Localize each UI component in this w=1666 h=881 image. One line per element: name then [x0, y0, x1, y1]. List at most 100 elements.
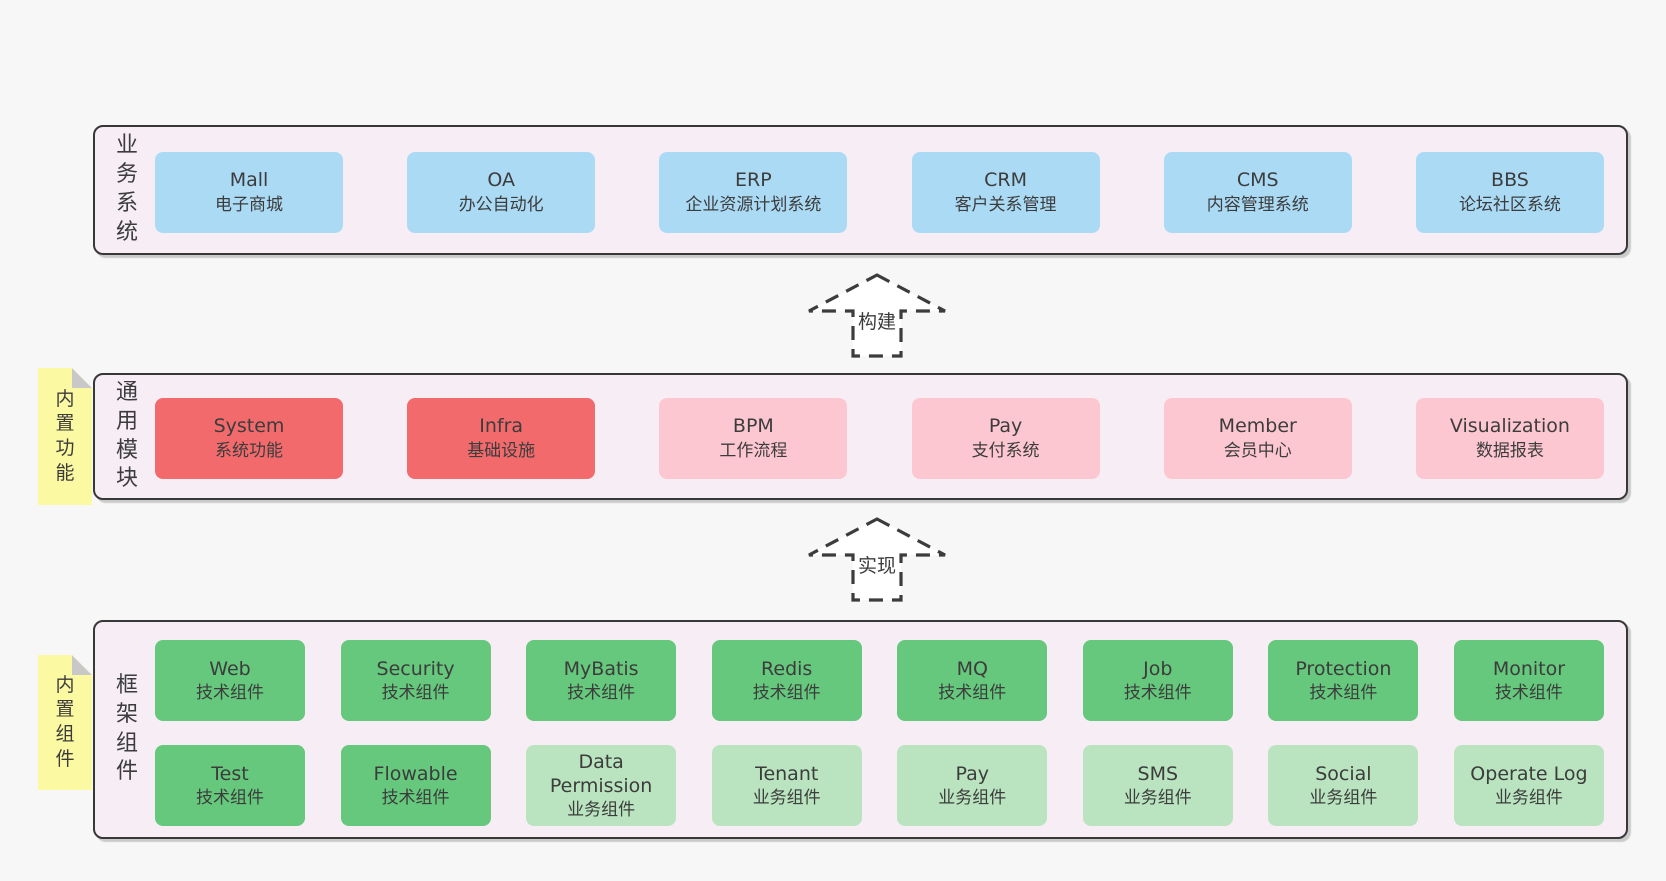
sticky-note-text: 内置组件 [55, 673, 75, 770]
layer-business-systems: 业务系统 Mall 电子商城 OA 办公自动化 ERP 企业资源计划系统 CRM 客户关系管理… [93, 125, 1628, 255]
box-subtitle: 技术组件 [1123, 682, 1192, 703]
box-subtitle: 数据报表 [1475, 440, 1544, 461]
box-subtitle: 电子商城 [215, 194, 283, 215]
box-subtitle: 业务组件 [567, 799, 636, 820]
layer-side-label-text: 通用模块 [115, 379, 138, 492]
box-subtitle: 技术组件 [381, 787, 450, 808]
sticky-note-builtin-components: 内置组件 [38, 655, 92, 790]
arrow-implement: 实现 [807, 517, 947, 602]
box-bbs: BBS 论坛社区系统 [1415, 152, 1604, 233]
folded-corner-icon [72, 655, 92, 675]
box-subtitle: 技术组件 [1309, 682, 1378, 703]
box-name: Job [1143, 657, 1173, 680]
box-name: ERP [735, 168, 772, 191]
box-name: MQ [956, 657, 988, 680]
box-infra: Infra 基础设施 [407, 398, 596, 479]
box-name: Monitor [1492, 657, 1566, 680]
box-subtitle: 技术组件 [196, 787, 264, 808]
box-subtitle: 办公自动化 [458, 194, 544, 215]
box-name: Mall [229, 168, 269, 191]
box-name: Flowable [373, 762, 458, 785]
box-name: Pay [988, 414, 1023, 437]
box-oa: OA 办公自动化 [407, 152, 596, 233]
box-subtitle: 工作流程 [719, 440, 788, 461]
box-subtitle: 企业资源计划系统 [685, 194, 822, 215]
box-subtitle: 业务组件 [1123, 787, 1192, 808]
box-name: CRM [984, 168, 1027, 191]
box-name: Redis [761, 657, 813, 680]
layer-side-label-text: 框架组件 [115, 672, 138, 785]
box-name: Test [211, 762, 249, 785]
box-name: System [213, 414, 285, 437]
box-name: BBS [1491, 168, 1529, 191]
box-name: MyBatis [563, 657, 639, 680]
box-name: Infra [479, 414, 524, 437]
box-subtitle: 技术组件 [381, 682, 450, 703]
box-name: Social [1315, 762, 1372, 785]
box-mall: Mall 电子商城 [155, 152, 343, 233]
box-subtitle: 技术组件 [752, 682, 821, 703]
box-name: Web [209, 657, 251, 680]
folded-corner-icon [72, 368, 92, 388]
box-name: OA [487, 168, 515, 191]
box-subtitle: 系统功能 [215, 440, 283, 461]
box-name: SMS [1137, 762, 1179, 785]
box-subtitle: 支付系统 [971, 440, 1040, 461]
box-visualization: Visualization 数据报表 [1415, 398, 1604, 479]
box-name: Operate Log [1470, 762, 1588, 785]
box-subtitle: 内容管理系统 [1206, 194, 1309, 215]
layer-side-label: 业务系统 [109, 127, 145, 253]
box-name: Pay [955, 762, 990, 785]
box-subtitle: 技术组件 [567, 682, 636, 703]
box-subtitle: 业务组件 [1309, 787, 1378, 808]
arrow-build: 构建 [807, 273, 947, 358]
box-system: System 系统功能 [155, 398, 343, 479]
box-pay: Pay 支付系统 [911, 398, 1100, 479]
box-subtitle: 业务组件 [938, 787, 1007, 808]
box-name: Tenant [755, 762, 819, 785]
box-subtitle: 技术组件 [1494, 682, 1563, 703]
box-name: Protection [1295, 657, 1392, 680]
box-erp: ERP 企业资源计划系统 [659, 152, 848, 233]
box-subtitle: 技术组件 [196, 682, 264, 703]
box-subtitle: 业务组件 [752, 787, 821, 808]
arrow-label: 构建 [855, 311, 899, 334]
layer-side-label: 框架组件 [109, 622, 145, 837]
box-crm: CRM 客户关系管理 [911, 152, 1100, 233]
box-name: Security [376, 657, 455, 680]
arrow-label: 实现 [855, 555, 899, 578]
box-subtitle: 会员中心 [1223, 440, 1292, 461]
box-subtitle: 技术组件 [938, 682, 1007, 703]
layer-side-label: 通用模块 [109, 375, 145, 498]
sticky-note-text: 内置功能 [55, 387, 75, 484]
box-name: Visualization [1449, 414, 1570, 437]
layer-side-label-text: 业务系统 [115, 133, 138, 245]
box-subtitle: 论坛社区系统 [1458, 194, 1561, 215]
box-subtitle: 业务组件 [1494, 787, 1563, 808]
box-subtitle: 客户关系管理 [954, 194, 1057, 215]
box-subtitle: 基础设施 [467, 440, 536, 461]
